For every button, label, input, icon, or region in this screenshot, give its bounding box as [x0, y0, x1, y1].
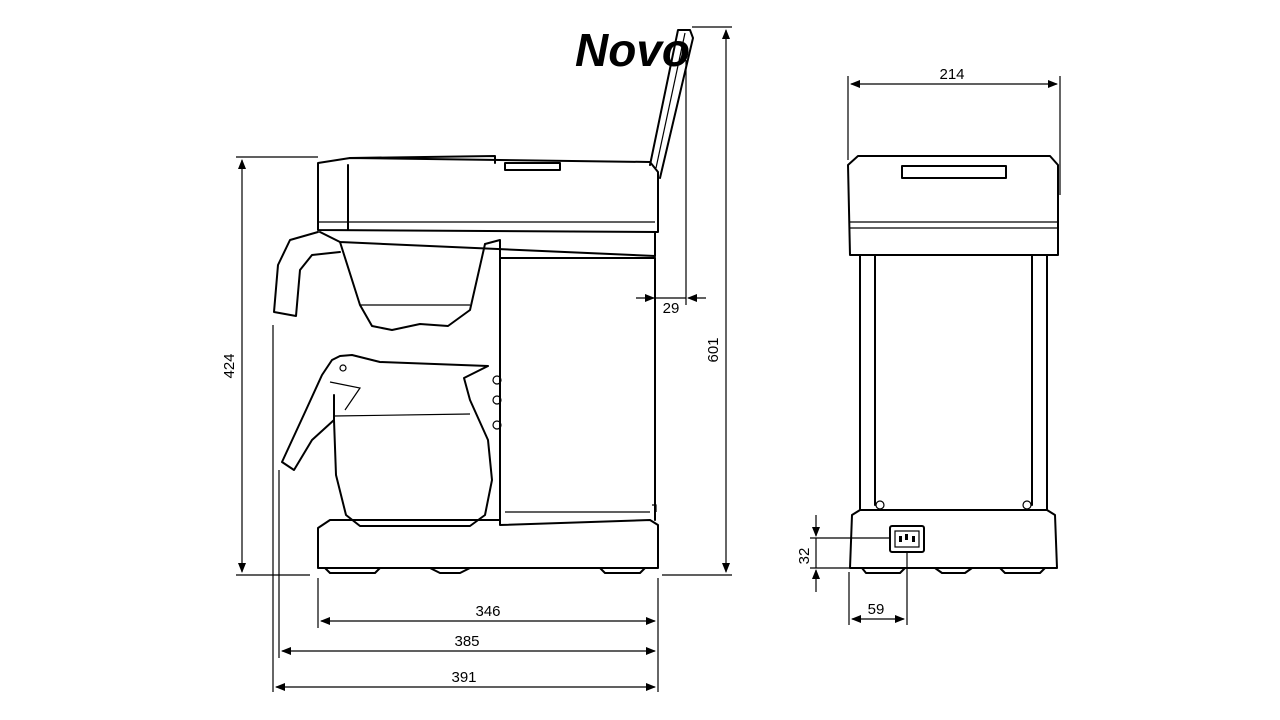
- dim-body-height: 424: [221, 156, 318, 576]
- dim-total-depth-label: 391: [451, 669, 476, 686]
- dim-socket-height-label: 32: [796, 548, 813, 565]
- dim-base-width-label: 346: [475, 603, 500, 620]
- front-view: [847, 155, 1059, 574]
- dim-front-width: 214: [847, 66, 1061, 195]
- filter-basket: [339, 241, 486, 331]
- base: [317, 519, 659, 569]
- dim-lid-offset-label: 29: [663, 300, 680, 317]
- dim-body-height-label: 424: [221, 353, 238, 378]
- filter-handle: [273, 231, 341, 317]
- front-base: [849, 509, 1058, 569]
- dim-total-depth: 391: [275, 669, 656, 691]
- top-housing: [317, 157, 659, 233]
- dim-base-width: 346: [320, 603, 656, 625]
- side-view: [273, 29, 694, 574]
- brand-logo: Novo: [575, 24, 690, 76]
- dim-socket-offset: 59: [848, 552, 908, 625]
- dim-socket-height: 32: [796, 515, 890, 592]
- dim-width-with-handle: 385: [281, 633, 656, 655]
- dim-front-width-label: 214: [939, 66, 964, 83]
- dim-overall-height: 601: [662, 26, 732, 576]
- dim-lid-offset: 29: [636, 60, 706, 317]
- dim-overall-height-label: 601: [705, 337, 722, 362]
- carafe: [281, 354, 493, 527]
- dim-width-with-handle-label: 385: [454, 633, 479, 650]
- rear-column: [484, 239, 501, 521]
- front-top-housing: [847, 155, 1059, 256]
- lid-arm: [649, 29, 694, 179]
- dim-socket-offset-label: 59: [868, 601, 885, 618]
